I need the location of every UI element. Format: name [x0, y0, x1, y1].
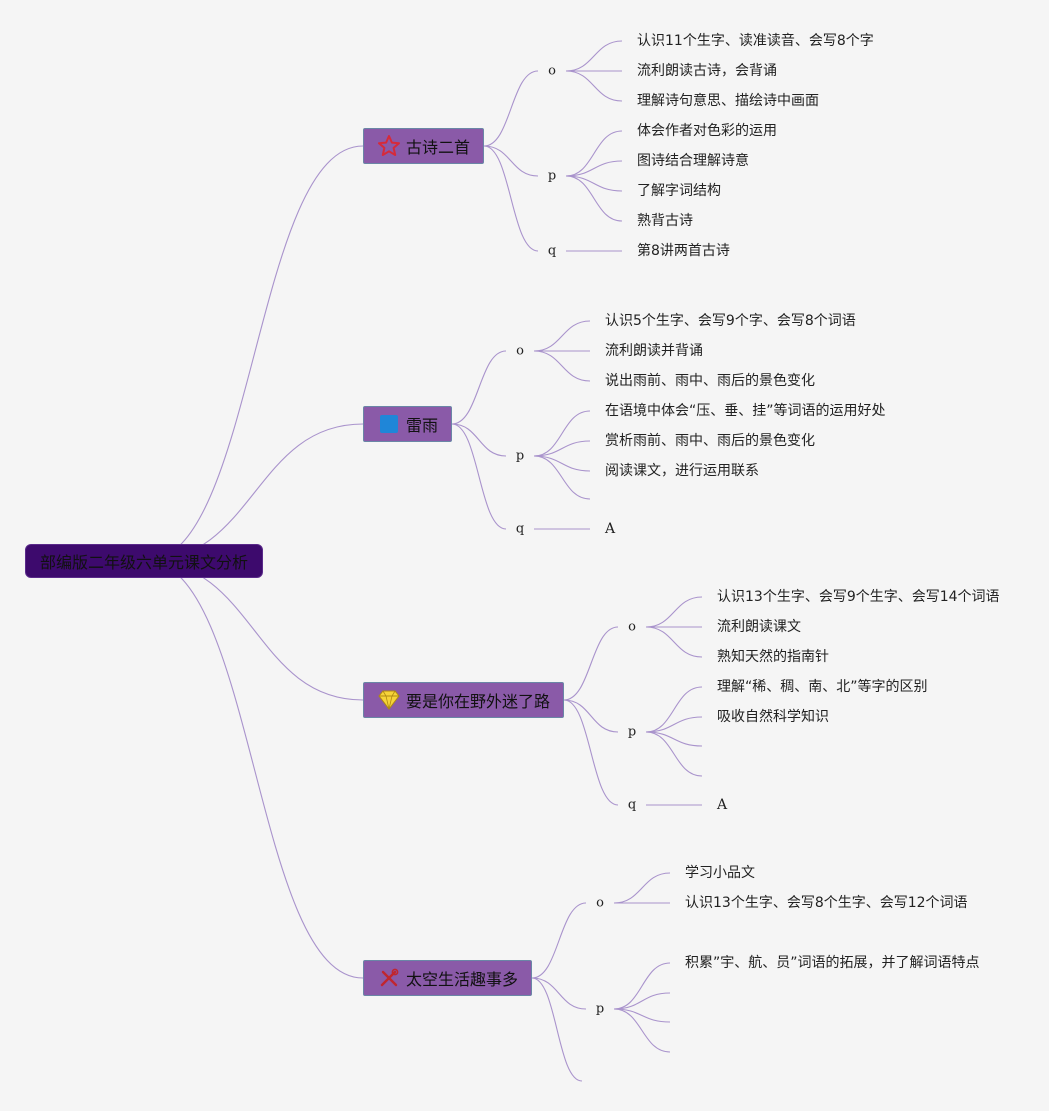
root-label: 部编版二年级六单元课文分析 [39, 553, 248, 572]
leaf-item[interactable]: 认识13个生字、会写8个生字、会写12个词语 [685, 895, 968, 911]
group-leaf-link [613, 1008, 671, 1023]
root-topic-link [145, 560, 364, 979]
leaf-item[interactable]: 熟背古诗 [637, 213, 693, 229]
group-leaf-link [613, 872, 671, 904]
group-leaf-link [565, 175, 623, 192]
topic-group-link [483, 70, 539, 147]
group-leaf-link [645, 686, 703, 733]
group-leaf-link [645, 596, 703, 628]
star-icon [376, 133, 402, 159]
root-node[interactable]: 部编版二年级六单元课文分析 [25, 544, 263, 578]
tools-icon [376, 965, 402, 991]
topic-label: 古诗二首 [406, 138, 471, 157]
group-label[interactable]: o [548, 63, 556, 79]
leaf-item[interactable]: 说出雨前、雨中、雨后的景色变化 [605, 373, 815, 389]
blue-square-icon [376, 411, 402, 437]
topic-group-link [531, 902, 587, 979]
leaf-item[interactable]: 图诗结合理解诗意 [637, 153, 749, 169]
group-leaf-link [533, 350, 591, 382]
topic-group-link [483, 145, 539, 177]
topic-node-taikong[interactable]: 太空生活趣事多 [363, 960, 532, 996]
group-leaf-link [613, 1008, 671, 1053]
group-leaf-link [533, 440, 591, 457]
group-label[interactable]: q [627, 797, 637, 813]
leaf-item[interactable]: 流利朗读并背诵 [605, 343, 703, 359]
topic-node-leiyu[interactable]: 雷雨 [363, 406, 452, 442]
topic-group-link [563, 626, 619, 701]
topic-node-yewai[interactable]: 要是你在野外迷了路 [363, 682, 564, 718]
topic-node-gushi[interactable]: 古诗二首 [363, 128, 484, 164]
root-topic-link [145, 423, 364, 562]
root-topic-link [145, 560, 364, 701]
leaf-item[interactable]: 阅读课文，进行运用联系 [605, 463, 759, 479]
group-leaf-link [533, 320, 591, 352]
group-label[interactable]: o [596, 895, 604, 911]
group-leaf-link [533, 410, 591, 457]
group-leaf-link [533, 455, 591, 472]
leaf-item[interactable]: 熟知天然的指南针 [717, 649, 829, 665]
topic-label: 雷雨 [406, 416, 439, 435]
group-leaf-link [645, 626, 703, 658]
leaf-item[interactable]: 认识11个生字、读准读音、会写8个字 [637, 33, 874, 49]
leaf-item[interactable]: 了解字词结构 [637, 183, 721, 199]
topic-group-link [531, 977, 583, 1082]
group-leaf-link [613, 992, 671, 1010]
leaf-item[interactable]: 第8讲两首古诗 [637, 243, 730, 259]
leaf-item[interactable]: 在语境中体会“压、垂、挂”等词语的运用好处 [605, 403, 886, 419]
group-label[interactable]: p [515, 448, 525, 464]
leaf-item[interactable]: 认识13个生字、会写9个生字、会写14个词语 [717, 589, 1000, 605]
leaf-item[interactable]: 理解诗句意思、描绘诗中画面 [637, 93, 819, 109]
topic-group-link [451, 423, 507, 530]
group-leaf-link [565, 160, 623, 177]
topic-label: 太空生活趣事多 [406, 970, 519, 989]
leaf-item[interactable]: 体会作者对色彩的运用 [637, 123, 777, 139]
group-leaf-link [565, 175, 623, 222]
group-label[interactable]: q [547, 243, 557, 259]
topic-group-link [531, 977, 587, 1010]
topic-group-link [451, 350, 507, 425]
group-label[interactable]: q [515, 521, 525, 537]
group-leaf-link [613, 962, 671, 1010]
topic-group-link [563, 699, 619, 733]
group-label[interactable]: p [627, 724, 637, 740]
topic-group-link [483, 145, 539, 252]
group-leaf-link [645, 731, 703, 747]
topic-group-link [451, 423, 507, 457]
leaf-item[interactable]: 流利朗读古诗，会背诵 [637, 63, 777, 79]
group-label[interactable]: o [628, 619, 636, 635]
group-leaf-link [645, 731, 703, 777]
gem-icon [376, 687, 402, 713]
leaf-item[interactable]: 学习小品文 [685, 865, 755, 881]
leaf-item[interactable]: 理解“稀、稠、南、北”等字的区别 [717, 679, 928, 695]
group-label[interactable]: p [547, 168, 557, 184]
group-leaf-link [645, 716, 703, 733]
topic-label: 要是你在野外迷了路 [406, 692, 551, 711]
leaf-item[interactable]: 赏析雨前、雨中、雨后的景色变化 [605, 433, 815, 449]
leaf-item[interactable]: 流利朗读课文 [717, 619, 801, 635]
group-label[interactable]: o [516, 343, 524, 359]
root-topic-link [145, 145, 364, 562]
group-leaf-link [565, 130, 623, 177]
leaf-item[interactable]: A [605, 521, 616, 537]
leaf-item[interactable]: 认识5个生字、会写9个字、会写8个词语 [605, 313, 856, 329]
leaf-item[interactable]: A [717, 797, 728, 813]
group-leaf-link [533, 455, 591, 500]
leaf-item[interactable]: 吸收自然科学知识 [717, 709, 829, 725]
group-leaf-link [565, 40, 623, 72]
group-leaf-link [565, 70, 623, 102]
topic-group-link [563, 699, 619, 806]
leaf-item[interactable]: 积累”宇、航、员”词语的拓展，并了解词语特点 [685, 955, 980, 971]
group-label[interactable]: p [595, 1001, 605, 1017]
